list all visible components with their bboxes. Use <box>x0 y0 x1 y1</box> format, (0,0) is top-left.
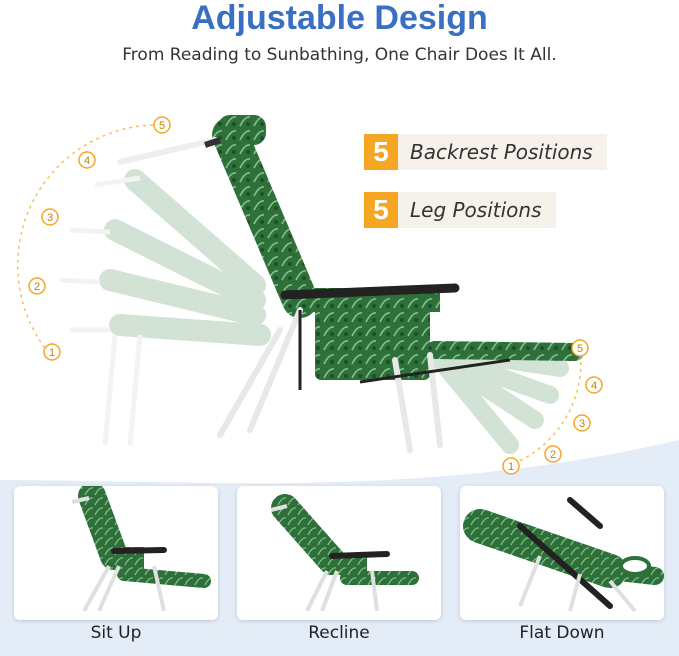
hero-chair-illustration: 1 2 3 4 5 1 2 3 <box>16 115 603 475</box>
backrest-position-3: 3 <box>41 208 59 226</box>
svg-text:3: 3 <box>579 418 585 430</box>
flat-down-card <box>460 486 664 620</box>
svg-text:1: 1 <box>49 347 55 359</box>
backrest-position-4: 4 <box>78 151 96 169</box>
recline-chair-image <box>270 494 419 612</box>
leg-position-4: 4 <box>585 376 603 394</box>
leg-position-3: 3 <box>573 414 591 432</box>
backrest-position-1: 1 <box>43 343 61 361</box>
sit-up-chair-image <box>71 486 211 612</box>
backrest-label: Backrest Positions <box>410 140 593 164</box>
page-subtitle: From Reading to Sunbathing, One Chair Do… <box>122 45 557 65</box>
leg-position-5: 5 <box>571 339 589 357</box>
svg-text:1: 1 <box>508 461 514 473</box>
flat-down-chair-image <box>463 497 664 613</box>
svg-text:4: 4 <box>591 380 597 392</box>
recline-label: Recline <box>308 623 370 643</box>
backrest-count: 5 <box>364 134 398 170</box>
backrest-position-2: 2 <box>28 277 46 295</box>
svg-text:4: 4 <box>84 155 90 167</box>
sit-up-card <box>14 486 218 620</box>
leg-position-1: 1 <box>502 457 520 475</box>
svg-text:5: 5 <box>577 343 583 355</box>
leg-positions-badge: 5 Leg Positions <box>364 192 556 228</box>
recline-card <box>237 486 441 620</box>
svg-text:3: 3 <box>47 212 53 224</box>
svg-text:5: 5 <box>159 120 165 132</box>
svg-text:2: 2 <box>34 281 40 293</box>
leg-position-2: 2 <box>544 445 562 463</box>
sit-up-label: Sit Up <box>90 623 142 643</box>
flat-down-label: Flat Down <box>519 623 605 643</box>
leg-label: Leg Positions <box>410 198 542 222</box>
svg-text:2: 2 <box>550 449 556 461</box>
page-title: Adjustable Design <box>191 0 488 37</box>
backrest-position-5: 5 <box>153 116 171 134</box>
leg-count: 5 <box>364 192 398 228</box>
backrest-positions-badge: 5 Backrest Positions <box>364 134 607 170</box>
